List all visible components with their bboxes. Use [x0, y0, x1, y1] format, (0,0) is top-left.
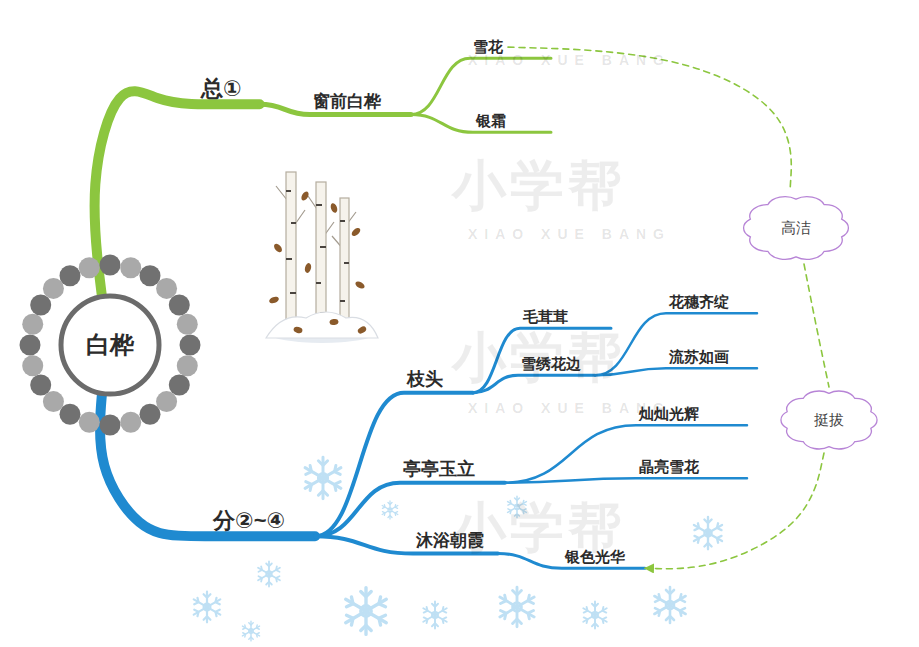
snowflakes	[194, 457, 722, 641]
snowflake	[258, 561, 280, 586]
branch-label: 亭亭玉立	[400, 459, 505, 483]
branch-label: 总①	[198, 76, 260, 104]
node-text: 窗前白桦	[313, 92, 381, 112]
leaf-label: 灿灿光辉	[636, 405, 702, 425]
leaf-label: 花穗齐绽	[666, 293, 732, 313]
falling-leaves	[268, 190, 367, 335]
branch-label: 雪绣花边	[518, 355, 595, 375]
node-text: 高洁	[781, 219, 811, 236]
birch-illustration	[266, 172, 378, 343]
branch-label: 分②~④	[210, 508, 315, 536]
snowflake	[500, 587, 534, 627]
node-text: 枝头	[407, 369, 443, 390]
ring-dot	[177, 355, 198, 376]
snowflake	[242, 621, 259, 641]
node-text: 雪绣花边	[521, 355, 581, 372]
ring-dot	[180, 335, 201, 356]
node-text: 毛茸茸	[523, 308, 568, 325]
snowflake	[382, 501, 398, 519]
ring-dot	[22, 314, 43, 335]
snowflake	[583, 602, 606, 629]
node-text: 银色光华	[565, 548, 625, 565]
ring-dot	[30, 295, 51, 316]
ring-dot	[169, 295, 190, 316]
watermark: XIAO XUE BANG	[468, 226, 671, 242]
bark-marks	[286, 190, 349, 314]
leaf-label: 银霜	[473, 112, 509, 132]
ring-dot	[140, 404, 161, 425]
center-topic: 白桦	[58, 293, 162, 397]
node-text: 亭亭玉立	[403, 459, 475, 480]
branch-label: 沐浴朝霞	[413, 531, 498, 554]
snowflake	[423, 602, 446, 629]
mind-map-branch	[505, 478, 747, 482]
center-dot-ring	[20, 255, 201, 436]
snow-mound	[266, 312, 378, 338]
node-text: 雪花	[473, 38, 503, 55]
ring-dot	[60, 265, 81, 286]
ring-dot	[156, 278, 177, 299]
ring-dot	[140, 265, 161, 286]
branch-label: 窗前白桦	[310, 92, 411, 115]
node-text: 总①	[201, 76, 242, 101]
mind-map-branch	[505, 425, 747, 482]
ring-dot	[60, 404, 81, 425]
node-text: 沐浴朝霞	[416, 531, 484, 551]
ring-dot	[79, 412, 100, 433]
cloud-path	[744, 197, 849, 260]
ring-dot	[169, 375, 190, 396]
cloud-note: 高洁	[736, 188, 856, 268]
ring-dot	[43, 278, 64, 299]
ring-dot	[43, 391, 64, 412]
leaf-label: 毛茸茸	[520, 308, 571, 328]
ring-dot	[100, 255, 121, 276]
node-text: 花穗齐绽	[669, 293, 729, 310]
birch-trunk	[316, 182, 326, 332]
ring-dot	[120, 257, 141, 278]
ring-dot	[30, 375, 51, 396]
snowflake	[694, 517, 722, 549]
dashed-connector	[804, 264, 829, 387]
snowflake	[194, 592, 221, 623]
ring-dot	[156, 391, 177, 412]
node-text: 晶亮雪花	[639, 458, 699, 475]
node-text: 白桦	[86, 331, 134, 359]
snowflake	[654, 587, 685, 623]
mind-map-branch	[100, 393, 315, 536]
node-text: 挺拔	[814, 411, 844, 428]
leaf-label: 晶亮雪花	[636, 458, 702, 478]
mind-map-branch	[95, 91, 260, 297]
leaf-label: 雪花	[470, 38, 506, 58]
ring-dot	[79, 257, 100, 278]
circle-outline	[61, 296, 159, 394]
cloud-path	[781, 391, 877, 449]
branch-label: 枝头	[404, 369, 473, 393]
node-text: 分②~④	[213, 508, 285, 533]
snowflake	[305, 457, 341, 498]
snowflake	[346, 588, 387, 635]
ring-dot	[177, 314, 198, 335]
birch-trunk	[340, 198, 349, 332]
birch-trunk	[286, 172, 296, 330]
node-text: 流苏如画	[669, 348, 729, 365]
leaf-label: 银色光华	[562, 548, 645, 568]
watermark: 小学帮	[452, 150, 626, 223]
ring-dot	[120, 412, 141, 433]
ring-dot	[20, 335, 41, 356]
ring-dot	[100, 415, 121, 436]
ring-dot	[22, 355, 43, 376]
node-text: 银霜	[476, 112, 506, 129]
node-text: 灿灿光辉	[639, 405, 699, 422]
cloud-note: 挺拔	[774, 383, 884, 457]
leaf-label: 流苏如画	[666, 348, 732, 368]
